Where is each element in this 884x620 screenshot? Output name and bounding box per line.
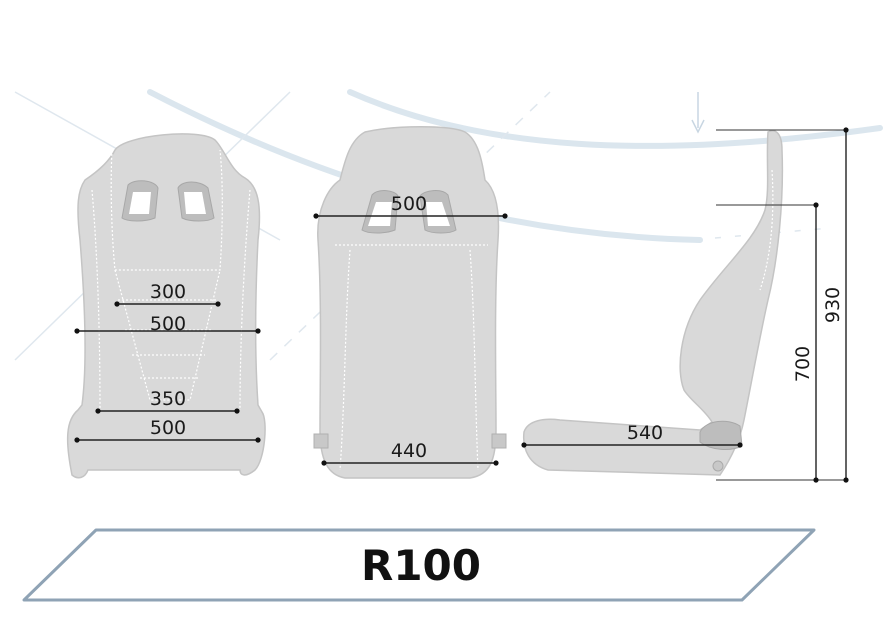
- back-dimensions: 500 440: [313, 193, 508, 466]
- side-shoulder-height-label: 700: [792, 346, 814, 382]
- front-shoulder-width-label: 300: [150, 281, 186, 303]
- back-view-seat: [313, 126, 507, 479]
- front-hip-width-label: 350: [150, 388, 186, 410]
- front-dimensions: 300 500 350 500: [74, 281, 261, 443]
- back-base-width-label: 440: [391, 440, 427, 462]
- back-top-width-label: 500: [391, 193, 427, 215]
- down-arrow-icon: [691, 92, 705, 134]
- side-view-seat: [522, 130, 784, 476]
- front-base-width-label: 500: [150, 417, 186, 439]
- side-total-height-label: 930: [822, 287, 844, 323]
- front-upper-width-label: 500: [150, 313, 186, 335]
- model-title: R100: [361, 541, 481, 590]
- model-banner: R100: [22, 528, 816, 602]
- side-cushion-depth-label: 540: [627, 422, 663, 444]
- front-view-seat: [66, 133, 266, 479]
- side-dimensions: 540 700 930: [521, 127, 849, 483]
